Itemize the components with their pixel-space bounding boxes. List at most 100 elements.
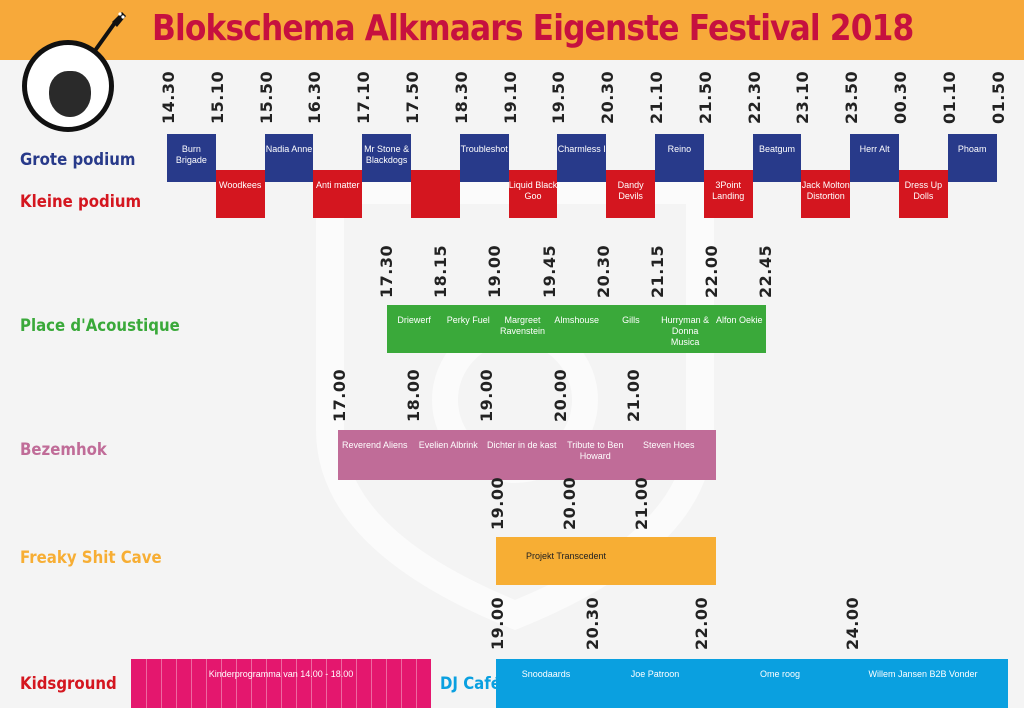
time-main-8: 19.50 bbox=[549, 70, 569, 124]
grote-act-4: Charmless I bbox=[557, 134, 607, 182]
kleine-act-4-label: Dandy Devils bbox=[617, 180, 644, 201]
freaky-act-0: Projekt Transcedent bbox=[525, 551, 607, 561]
grote-act-1-label: Nadia Anne bbox=[265, 144, 313, 154]
time-main-10: 21.10 bbox=[647, 70, 666, 124]
stage-label-grote: Grote podium bbox=[20, 150, 136, 170]
time-main-11: 21.50 bbox=[695, 70, 715, 124]
grote-act-5-label: Reino bbox=[667, 144, 692, 154]
kids-stripe bbox=[326, 659, 327, 708]
kids-stripe bbox=[386, 659, 387, 708]
time-freaky-1: 20.00 bbox=[560, 476, 579, 530]
grote-act-8: Phoam bbox=[947, 134, 997, 182]
time-main-5: 17.50 bbox=[403, 70, 422, 124]
kids-stripe bbox=[251, 659, 252, 708]
grote-act-6: Beatgum bbox=[752, 134, 802, 182]
time-main-9: 20.30 bbox=[598, 70, 618, 124]
time-main-2: 15.50 bbox=[256, 70, 276, 124]
grote-act-3-label: Troubleshot bbox=[460, 144, 508, 154]
grote-act-7: Herr Alt bbox=[850, 134, 899, 182]
grote-act-2-label: Mr Stone & Blackdogs bbox=[364, 144, 410, 165]
kids-stripe bbox=[356, 659, 357, 708]
grote-act-1: Nadia Anne bbox=[264, 134, 314, 182]
dj-bar bbox=[496, 659, 1008, 708]
acoustique-act-0: Driewerf bbox=[397, 315, 431, 325]
time-main-7: 19.10 bbox=[500, 70, 520, 124]
kids-stripe bbox=[206, 659, 207, 708]
time-bezemhok-2: 19.00 bbox=[477, 368, 496, 422]
festival-logo bbox=[22, 40, 114, 132]
kleine-act-4: Dandy Devils bbox=[606, 170, 655, 218]
time-bezemhok-3: 20.00 bbox=[550, 368, 570, 422]
kids-stripe bbox=[221, 659, 222, 708]
dj-act-2: Ome roog bbox=[759, 669, 801, 679]
time-main-1: 15.10 bbox=[207, 70, 227, 124]
kids-stripe bbox=[236, 659, 237, 708]
kleine-act-3: Liquid Black Goo bbox=[508, 170, 558, 218]
time-freaky-2: 21.00 bbox=[632, 476, 651, 530]
kids-stripe bbox=[341, 659, 342, 708]
kids-stripe bbox=[296, 659, 297, 708]
bezemhok-act-1: Evelien Albrink bbox=[418, 440, 478, 450]
acoustique-act-2: Margreet Ravenstein bbox=[499, 315, 545, 336]
bezemhok-bar bbox=[338, 430, 716, 480]
time-main-14: 23.50 bbox=[842, 70, 862, 124]
time-main-3: 16.30 bbox=[305, 70, 325, 124]
kids-program-label: Kinderprogramma van 14.00 - 18.00 bbox=[208, 669, 354, 679]
time-acoustique-0: 17.30 bbox=[377, 244, 396, 298]
kids-stripe bbox=[191, 659, 192, 708]
time-dj-3: 24.00 bbox=[843, 596, 862, 650]
grote-act-2: Mr Stone & Blackdogs bbox=[362, 134, 411, 182]
kleine-act-5-label: 3Point Landing bbox=[712, 180, 745, 201]
dj-act-3: Willem Jansen B2B Vonder bbox=[868, 669, 978, 679]
kleine-act-0: Woodkees bbox=[215, 170, 265, 218]
time-acoustique-6: 22.00 bbox=[702, 244, 722, 298]
dj-act-1: Joe Patroon bbox=[630, 669, 680, 679]
kleine-act-1: Anti matter bbox=[313, 170, 363, 218]
acoustique-act-3: Almshouse bbox=[554, 315, 599, 325]
grote-act-0-label: Burn Brigade bbox=[175, 144, 207, 165]
kleine-act-6: Jack Molton Distortion bbox=[801, 170, 851, 218]
bezemhok-act-4: Steven Hoes bbox=[642, 440, 695, 450]
kids-stripe bbox=[266, 659, 267, 708]
stage-label-acoustique: Place d'Acoustique bbox=[20, 316, 180, 336]
stage-label-freaky: Freaky Shit Cave bbox=[20, 548, 162, 568]
time-main-13: 23.10 bbox=[793, 70, 813, 124]
acoustique-act-5: Hurryman & Donna Musica bbox=[661, 315, 710, 347]
kleine-act-2 bbox=[411, 170, 460, 218]
time-acoustique-1: 18.15 bbox=[431, 244, 451, 298]
kids-stripe bbox=[416, 659, 417, 708]
kids-stripe bbox=[371, 659, 372, 708]
bezemhok-act-2: Dichter in de kast bbox=[486, 440, 557, 450]
grote-act-3: Troubleshot bbox=[459, 134, 509, 182]
time-dj-2: 22.00 bbox=[692, 596, 711, 650]
kleine-act-5: 3Point Landing bbox=[703, 170, 753, 218]
time-dj-1: 20.30 bbox=[583, 596, 602, 650]
kleine-act-0-label: Woodkees bbox=[219, 180, 262, 190]
time-acoustique-2: 19.00 bbox=[485, 244, 505, 298]
header-bar bbox=[0, 0, 1024, 60]
kleine-act-1-label: Anti matter bbox=[316, 180, 360, 190]
kids-stripe bbox=[176, 659, 177, 708]
time-acoustique-4: 20.30 bbox=[593, 244, 613, 298]
grote-act-4-label: Charmless I bbox=[557, 144, 606, 154]
time-main-0: 14.30 bbox=[159, 70, 178, 124]
grote-act-7-label: Herr Alt bbox=[859, 144, 890, 154]
time-freaky-0: 19.00 bbox=[488, 476, 507, 530]
time-bezemhok-1: 18.00 bbox=[403, 368, 423, 422]
kids-stripe bbox=[161, 659, 162, 708]
dj-act-0: Snoodaards bbox=[521, 669, 571, 679]
bezemhok-act-0: Reverend Aliens bbox=[341, 440, 408, 450]
acoustique-act-4: Gills bbox=[622, 315, 640, 325]
time-acoustique-5: 21.15 bbox=[648, 244, 667, 298]
logo-portrait bbox=[49, 71, 91, 117]
time-bezemhok-0: 17.00 bbox=[330, 368, 349, 422]
time-main-6: 18.30 bbox=[451, 70, 471, 124]
kleine-act-6-label: Jack Molton Distortion bbox=[801, 180, 850, 201]
acoustique-act-1: Perky Fuel bbox=[446, 315, 490, 325]
time-main-17: 01.50 bbox=[988, 70, 1008, 124]
time-main-12: 22.30 bbox=[744, 70, 764, 124]
grote-act-8-label: Phoam bbox=[957, 144, 987, 154]
kids-stripe bbox=[146, 659, 147, 708]
stage-label-bezemhok: Bezemhok bbox=[20, 440, 107, 460]
time-main-16: 01.10 bbox=[939, 70, 959, 124]
